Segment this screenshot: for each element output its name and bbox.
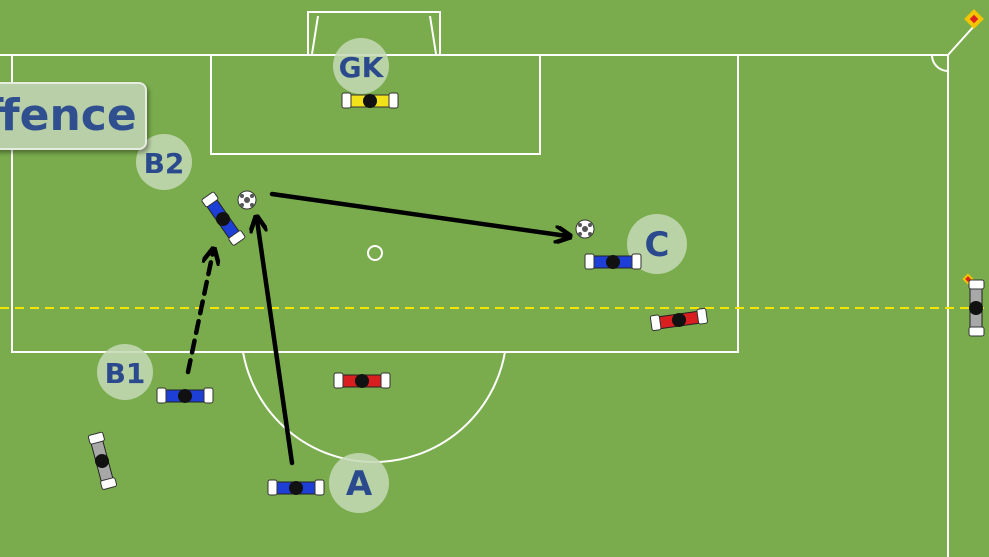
- label-a: A: [329, 453, 389, 513]
- arrow-b1-run: [185, 252, 213, 375]
- title-banner: ffence: [0, 82, 147, 150]
- player-gk: [341, 92, 399, 109]
- ball-icon: [575, 219, 595, 239]
- goal-net-left: [311, 15, 319, 55]
- player-neutral-left: [87, 431, 118, 490]
- player-defender-center: [333, 372, 391, 389]
- goal-net-right: [429, 15, 437, 55]
- arrow-a-run: [257, 220, 295, 466]
- player-a: [267, 479, 325, 496]
- svg-text:C: C: [645, 225, 670, 265]
- player-defender-right: [649, 307, 708, 332]
- corner-flag-pole: [947, 24, 976, 56]
- label-c: C: [627, 214, 687, 274]
- svg-text:B1: B1: [105, 357, 146, 390]
- arrow-pass-to-c: [269, 191, 567, 236]
- player-b2: [201, 191, 246, 246]
- diagram-title: ffence: [0, 90, 137, 141]
- label-b2: B2: [136, 134, 192, 190]
- svg-text:GK: GK: [339, 51, 385, 84]
- label-gk: GK: [333, 38, 389, 94]
- arrows: [185, 191, 567, 466]
- corner-arc: [931, 54, 949, 72]
- player-neutral-right: [968, 279, 985, 337]
- svg-text:B2: B2: [144, 147, 185, 180]
- player-c: [584, 253, 642, 270]
- penalty-spot: [367, 245, 383, 261]
- svg-text:A: A: [346, 464, 373, 504]
- label-b1: B1: [97, 344, 153, 400]
- ball-icon: [237, 190, 257, 210]
- player-b1: [156, 387, 214, 404]
